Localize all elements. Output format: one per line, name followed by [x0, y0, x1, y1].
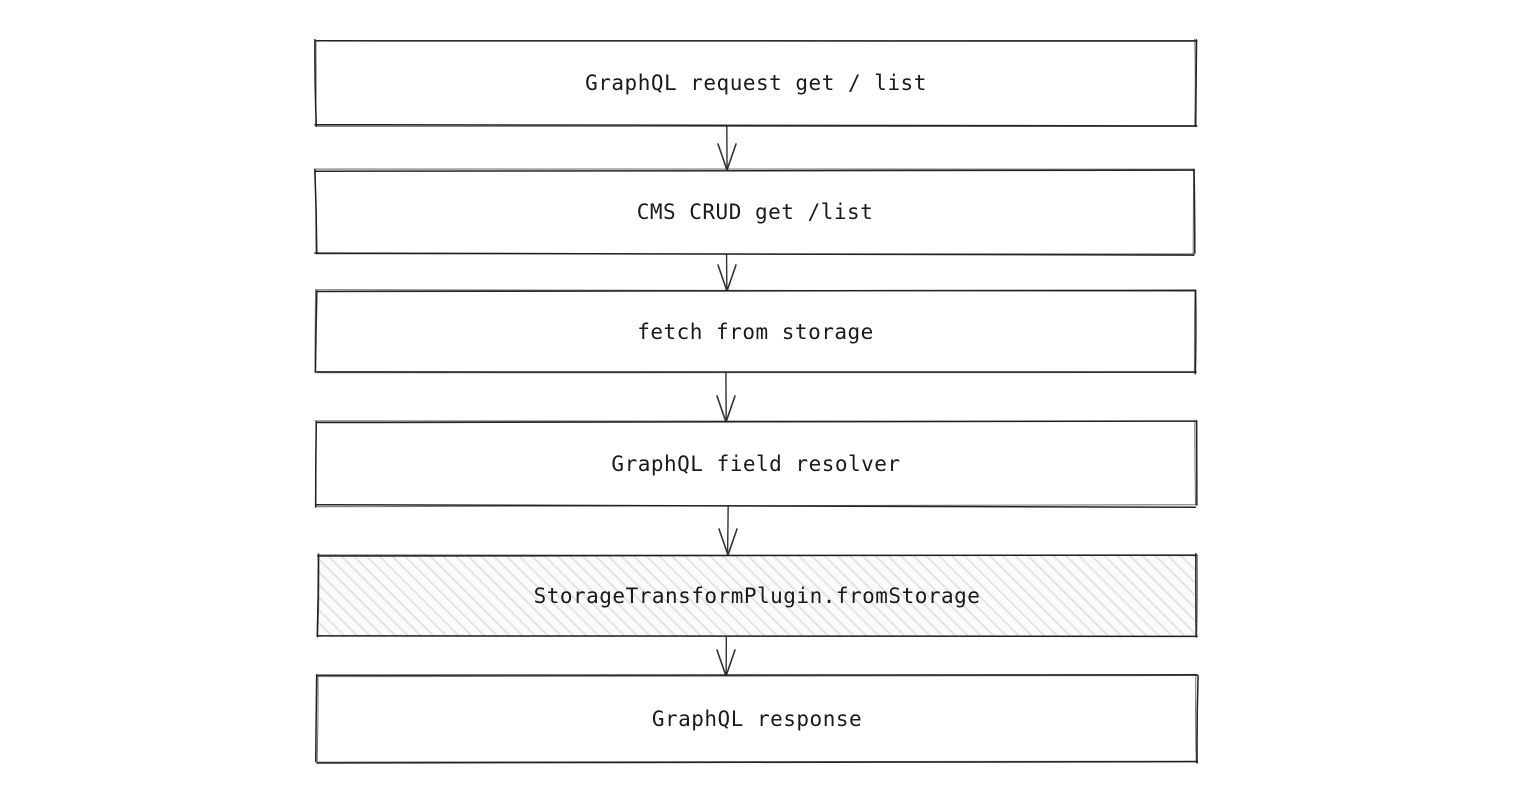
- flow-edge-e3: [716, 372, 736, 425]
- flow-edge-e4: [718, 505, 738, 558]
- flow-node-n5[interactable]: [316, 552, 1198, 638]
- flow-edge-e2: [717, 253, 737, 294]
- nodes-group: [314, 38, 1199, 764]
- flow-edge-e5: [716, 636, 736, 679]
- flow-node-n1[interactable]: [314, 38, 1198, 128]
- flow-edge-e1: [717, 125, 737, 173]
- flow-node-n3[interactable]: [314, 289, 1197, 375]
- flow-node-n6[interactable]: [314, 673, 1199, 764]
- flow-node-n2[interactable]: [314, 168, 1196, 256]
- flow-node-n4[interactable]: [314, 420, 1198, 509]
